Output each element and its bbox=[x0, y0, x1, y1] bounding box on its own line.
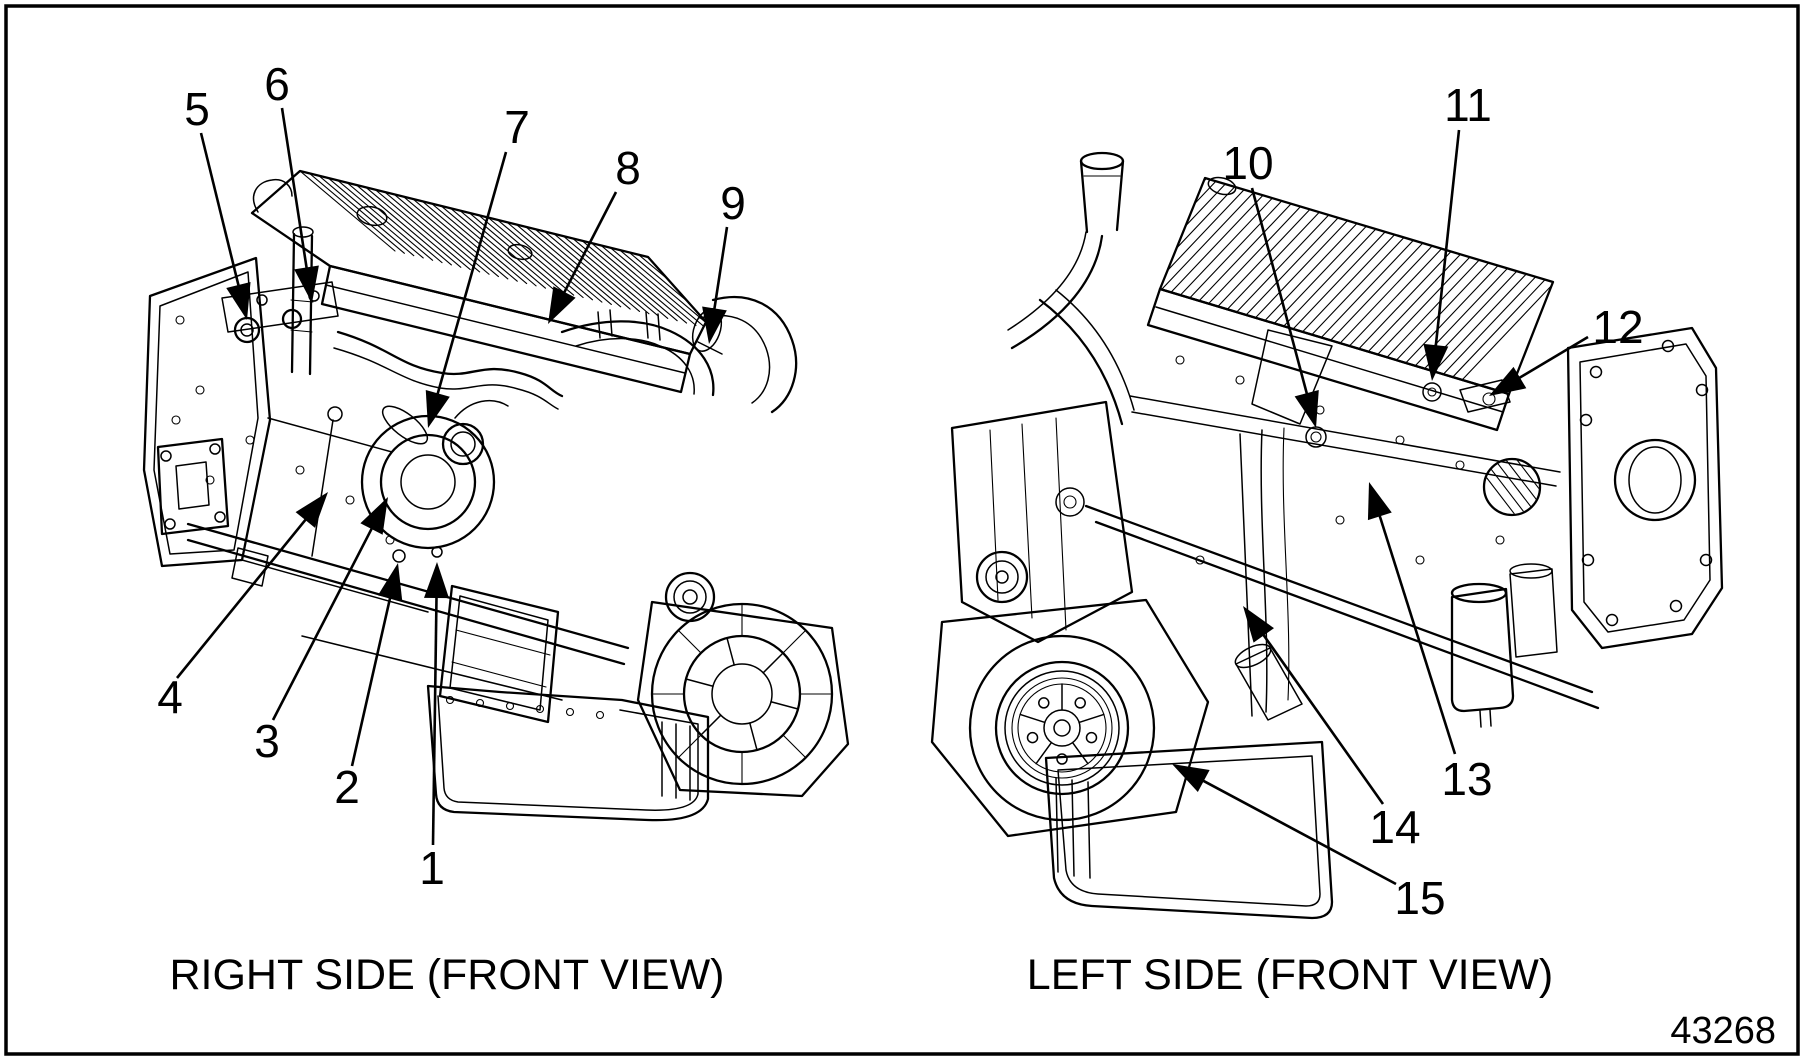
callout-arrowhead bbox=[360, 497, 388, 535]
callout-number: 8 bbox=[615, 142, 641, 194]
right-side-view-drawing bbox=[142, 169, 850, 822]
callout-arrowhead bbox=[1367, 482, 1392, 521]
callout-number: 2 bbox=[334, 761, 360, 813]
callout-leader-line bbox=[431, 591, 438, 846]
callout: 5 bbox=[184, 83, 251, 320]
caption-right-side: RIGHT SIDE (FRONT VIEW) bbox=[169, 951, 724, 999]
callout: 12 bbox=[1489, 301, 1644, 396]
callout-leader-line bbox=[1433, 129, 1461, 352]
callout-leader-line bbox=[560, 191, 618, 298]
callout: 6 bbox=[264, 58, 319, 303]
callout-arrowhead bbox=[1294, 389, 1319, 428]
callout-arrowhead bbox=[702, 306, 727, 344]
callout: 8 bbox=[548, 142, 641, 324]
callout-number: 4 bbox=[157, 671, 183, 723]
callout-leader-line bbox=[280, 107, 309, 274]
left-side-view-drawing bbox=[930, 151, 1724, 920]
callout-number: 13 bbox=[1441, 753, 1492, 805]
callout: 3 bbox=[254, 497, 388, 767]
callout-number: 9 bbox=[720, 177, 746, 229]
callout-leader-line bbox=[1514, 335, 1589, 382]
callout-arrowhead bbox=[1243, 606, 1274, 643]
callout: 11 bbox=[1423, 79, 1492, 381]
callout-number: 5 bbox=[184, 83, 210, 135]
callout: 7 bbox=[425, 101, 530, 428]
callout: 4 bbox=[157, 492, 328, 723]
callout-arrowhead bbox=[377, 563, 403, 601]
callout-number: 14 bbox=[1369, 801, 1420, 853]
callout: 15 bbox=[1172, 764, 1446, 924]
callout: 9 bbox=[702, 177, 746, 344]
callout-leader-line bbox=[350, 591, 393, 767]
callout-leader-line bbox=[434, 151, 508, 400]
callout-number: 3 bbox=[254, 715, 280, 767]
callout-arrowhead bbox=[1172, 764, 1210, 793]
callout-arrowhead bbox=[295, 492, 328, 528]
callout-leader-line bbox=[271, 523, 376, 721]
callout-leader-line bbox=[1197, 777, 1397, 886]
callout-leader-line bbox=[1259, 629, 1385, 805]
caption-left-side: LEFT SIDE (FRONT VIEW) bbox=[1027, 951, 1553, 999]
callout: 13 bbox=[1367, 482, 1493, 805]
callout-number: 6 bbox=[264, 58, 290, 110]
callout-leader-line bbox=[199, 132, 242, 292]
callout-leader-line bbox=[1376, 510, 1457, 755]
callout: 1 bbox=[419, 562, 449, 894]
callout-arrowhead bbox=[423, 562, 449, 599]
callout: 2 bbox=[334, 563, 403, 813]
figure-border bbox=[4, 4, 1800, 1056]
callout-arrowhead bbox=[548, 286, 576, 324]
figure-number: 43268 bbox=[1670, 1010, 1776, 1052]
callout-number: 11 bbox=[1444, 79, 1492, 131]
callout-arrowhead bbox=[226, 282, 251, 320]
callout-arrowhead bbox=[1423, 343, 1449, 381]
callout-arrowhead bbox=[1489, 366, 1527, 396]
callout-leader-line bbox=[712, 226, 729, 315]
callout-number: 10 bbox=[1222, 137, 1273, 189]
callout-leader-line bbox=[175, 514, 311, 679]
callout-number: 7 bbox=[504, 101, 530, 153]
callout-number: 1 bbox=[419, 842, 445, 894]
callout-arrowhead bbox=[425, 389, 450, 428]
callout-number: 15 bbox=[1394, 872, 1445, 924]
callout-arrowhead bbox=[294, 265, 319, 303]
callout-leader-line bbox=[1250, 187, 1310, 400]
callout: 14 bbox=[1243, 606, 1421, 853]
callout: 10 bbox=[1222, 137, 1319, 428]
callout-number: 12 bbox=[1592, 301, 1643, 353]
